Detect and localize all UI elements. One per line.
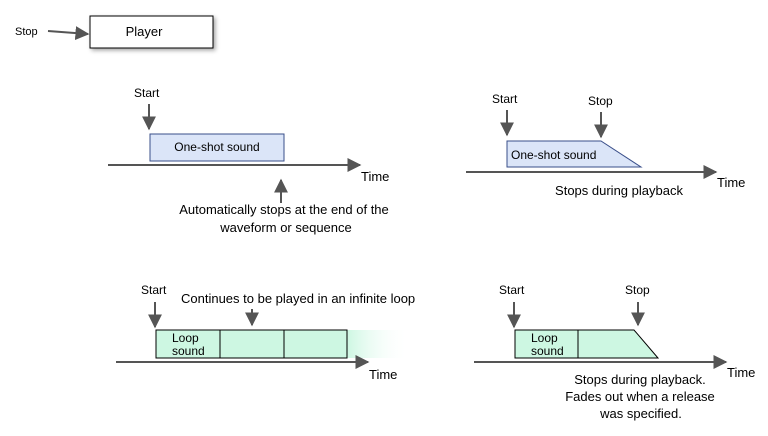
p1-one-shot-box — [149, 133, 285, 162]
panel-one-shot-auto: Start One-shot sound Time Automatically … — [108, 86, 389, 235]
p4-note-line2: Fades out when a release — [565, 389, 715, 404]
p1-note-line1: Automatically stops at the end of the — [179, 202, 389, 217]
p3-note: Continues to be played in an infinite lo… — [181, 291, 415, 306]
p3-start-label: Start — [141, 283, 167, 297]
p4-sound-line2: sound — [531, 344, 564, 358]
p4-time-label: Time — [727, 365, 755, 380]
p4-note-line3: was specified. — [599, 406, 682, 421]
p3-loop-segment-3 — [283, 329, 348, 359]
panel-loop-stop: Start Stop Loop sound Time Stops during … — [474, 283, 755, 421]
player-box — [89, 15, 214, 49]
header-stop-arrow — [47, 26, 90, 41]
p1-time-label: Time — [361, 169, 389, 184]
p3-loop-segment-2 — [219, 329, 285, 359]
player-label: Player — [126, 24, 164, 39]
p2-one-shot-shape — [506, 140, 643, 168]
p4-fade-segment — [577, 329, 660, 359]
p2-sound-label: One-shot sound — [511, 148, 596, 162]
p4-sound-line1: Loop — [531, 331, 558, 345]
p2-stop-label: Stop — [588, 94, 613, 108]
p4-note-line1: Stops during playback. — [574, 372, 706, 387]
panel-loop-infinite: Start Continues to be played in an infin… — [116, 283, 415, 382]
p2-note: Stops during playback — [555, 183, 683, 198]
p2-start-label: Start — [492, 92, 518, 106]
p3-sound-line2: sound — [172, 344, 205, 358]
p1-sound-label: One-shot sound — [174, 140, 259, 154]
p3-fade-region — [347, 330, 409, 358]
p4-stop-label: Stop — [625, 283, 650, 297]
header-stop-label: Stop — [15, 26, 38, 38]
p3-sound-line1: Loop — [172, 331, 199, 345]
p1-start-label: Start — [134, 86, 160, 100]
p4-start-label: Start — [499, 283, 525, 297]
p1-note-line2: waveform or sequence — [219, 220, 352, 235]
panel-one-shot-stop: Start Stop One-shot sound Time Stops dur… — [466, 92, 745, 198]
p3-time-label: Time — [369, 367, 397, 382]
p2-time-label: Time — [717, 175, 745, 190]
